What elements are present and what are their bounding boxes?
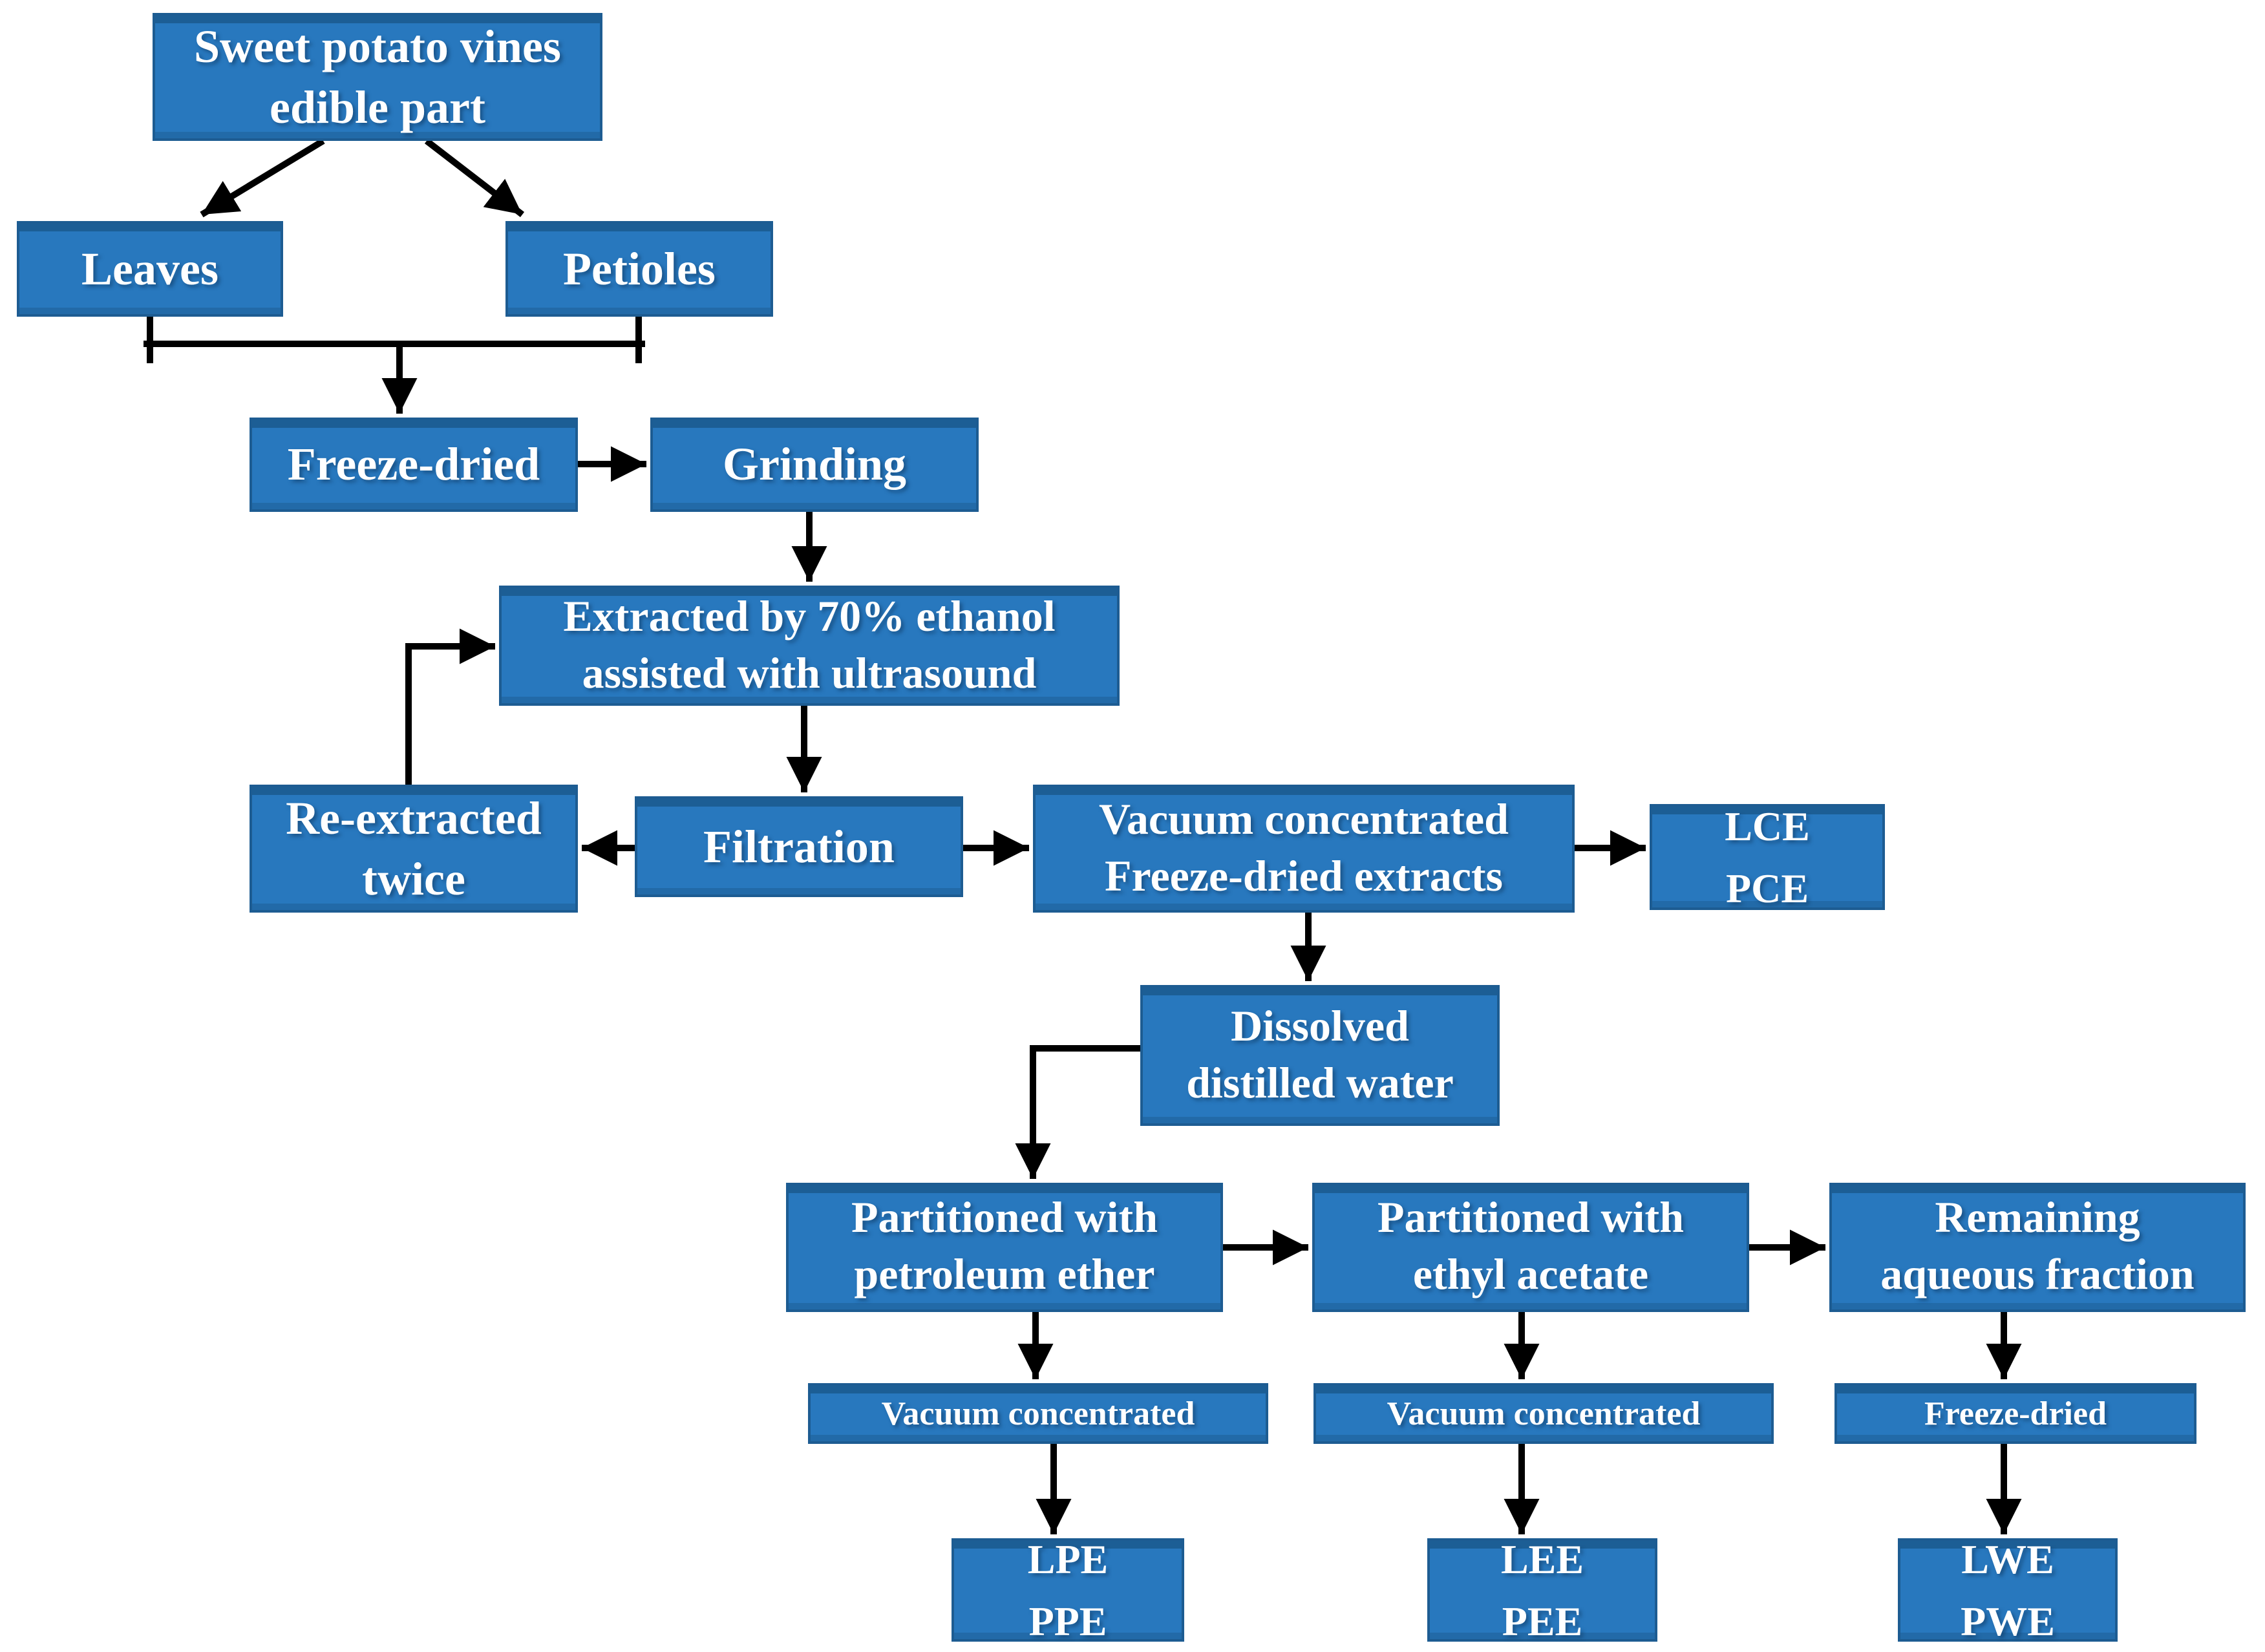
box-label: Partitioned with [851, 1194, 1158, 1243]
box-sweet-potato-vines: Sweet potato vines edible part [153, 13, 602, 141]
box-leaves: Leaves [17, 221, 283, 317]
box-label: twice [362, 852, 465, 904]
box-filtration: Filtration [635, 796, 963, 897]
box-lce-pce: LCE PCE [1650, 803, 1885, 911]
box-label: LPE [1027, 1536, 1109, 1582]
box-partitioned-ethyl-acetate: Partitioned with ethyl acetate [1312, 1183, 1749, 1312]
box-lwe-pwe: LWE PWE [1898, 1536, 2118, 1644]
box-vacuum-concentrated-1: Vacuum concentrated [808, 1383, 1268, 1444]
box-extracted-ethanol: Extracted by 70% ethanol assisted with u… [499, 586, 1120, 706]
box-dissolved-distilled-water: Dissolved distilled water [1140, 985, 1500, 1126]
box-label: Sweet potato vines [194, 21, 561, 73]
box-re-extracted-twice: Re-extracted twice [250, 785, 578, 913]
box-label: Dissolved [1231, 1002, 1409, 1051]
box-label: aqueous fraction [1880, 1251, 2195, 1299]
box-petioles: Petioles [505, 221, 773, 317]
box-label: ethyl acetate [1412, 1251, 1649, 1299]
box-label: LWE [1961, 1536, 2054, 1582]
box-label: petroleum ether [854, 1251, 1155, 1299]
box-label: Freeze-dried extracts [1104, 852, 1504, 900]
box-label: PWE [1961, 1598, 2055, 1644]
box-lee-pee: LEE PEE [1427, 1536, 1657, 1644]
box-freeze-dried-2: Freeze-dried [1834, 1383, 2196, 1444]
box-label: Freeze-dried [1924, 1394, 2107, 1432]
box-label: Vacuum concentrated [1099, 796, 1509, 844]
box-label: Remaining [1935, 1194, 2140, 1243]
box-lpe-ppe: LPE PPE [952, 1536, 1184, 1644]
box-label: Petioles [563, 242, 716, 295]
box-label: Vacuum concentrated [1387, 1394, 1701, 1432]
arrow-re-extracted-to-extracted [405, 628, 495, 785]
box-vacuum-concentrated-freeze-dried-extracts: Vacuum concentrated Freeze-dried extract… [1033, 785, 1575, 913]
box-label: LEE [1500, 1536, 1584, 1582]
box-label: distilled water [1186, 1059, 1454, 1107]
box-label: Filtration [703, 820, 895, 873]
box-label: Partitioned with [1377, 1194, 1685, 1243]
box-label: PPE [1028, 1598, 1107, 1644]
arrow-sweet-potato-to-petioles [424, 138, 525, 217]
box-freeze-dried-1: Freeze-dried [250, 418, 578, 512]
box-label: LCE [1725, 803, 1810, 849]
box-remaining-aqueous-fraction: Remaining aqueous fraction [1829, 1183, 2246, 1312]
box-label: Freeze-dried [287, 438, 540, 491]
box-partitioned-petroleum-ether: Partitioned with petroleum ether [786, 1183, 1223, 1312]
box-label: Vacuum concentrated [881, 1394, 1195, 1432]
box-label: Grinding [722, 438, 907, 491]
box-label: PCE [1726, 865, 1809, 911]
box-label: PEE [1502, 1598, 1583, 1644]
box-label: edible part [270, 81, 485, 132]
box-label: Re-extracted [286, 792, 542, 845]
arrow-sweet-potato-to-leaves [200, 138, 325, 218]
box-label: assisted with ultrasound [582, 650, 1037, 697]
box-label: Leaves [81, 242, 218, 295]
arrow-dissolved-to-partitioned-petroleum [1015, 1045, 1140, 1179]
box-label: Extracted by 70% ethanol [563, 593, 1056, 641]
box-vacuum-concentrated-2: Vacuum concentrated [1313, 1383, 1774, 1444]
box-grinding: Grinding [650, 418, 979, 512]
